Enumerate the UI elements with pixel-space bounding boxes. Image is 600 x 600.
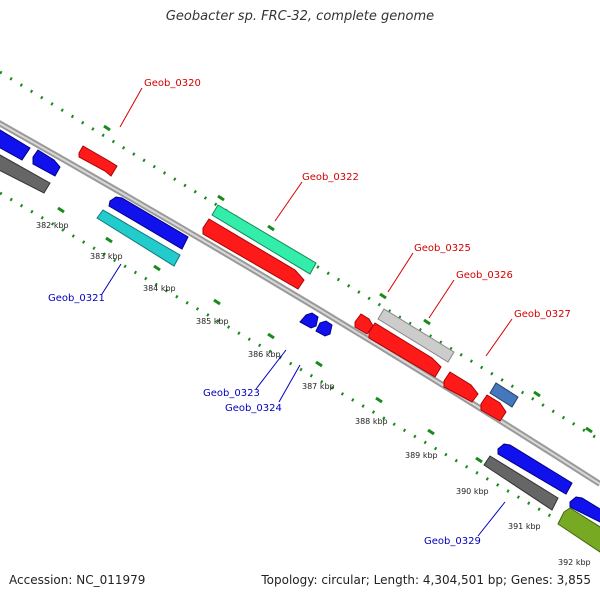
gene-geob-0321-blue[interactable] bbox=[108, 196, 189, 250]
gene-geob-0325[interactable] bbox=[377, 308, 455, 363]
inner-tick-ring bbox=[0, 191, 600, 547]
outer-tick-ring bbox=[0, 70, 600, 442]
gene-geob-0320[interactable] bbox=[78, 145, 118, 177]
kbp-387: 387 kbp bbox=[302, 382, 335, 391]
kbp-390: 390 kbp bbox=[456, 487, 489, 496]
gene-geob-0325b[interactable] bbox=[368, 322, 442, 378]
kbp-392: 392 kbp bbox=[558, 558, 591, 567]
kbp-386: 386 kbp bbox=[248, 350, 281, 359]
reverse-labels: Geob_0321 Geob_0323 Geob_0324 Geob_0329 bbox=[48, 263, 506, 547]
kbp-388: 388 kbp bbox=[355, 417, 388, 426]
kbp-385: 385 kbp bbox=[196, 317, 229, 326]
gene-geob-0327[interactable] bbox=[480, 394, 507, 422]
label-geob-0322: Geob_0322 bbox=[302, 172, 359, 183]
gene-geob-0321[interactable] bbox=[96, 209, 181, 267]
label-geob-0325: Geob_0325 bbox=[414, 243, 471, 254]
label-geob-0320: Geob_0320 bbox=[144, 78, 201, 89]
label-geob-0323: Geob_0323 bbox=[203, 388, 260, 399]
forward-labels: Geob_0320 Geob_0322 Geob_0325 Geob_0326 … bbox=[119, 78, 571, 357]
gene-steelblue[interactable] bbox=[489, 382, 519, 408]
kbp-384: 384 kbp bbox=[143, 284, 176, 293]
kbp-391: 391 kbp bbox=[508, 522, 541, 531]
reverse-genes bbox=[0, 154, 600, 553]
gene-blue-left-1[interactable] bbox=[0, 129, 31, 161]
gene-geob-0326[interactable] bbox=[443, 371, 479, 403]
map-title: Geobacter sp. FRC-32, complete genome bbox=[165, 9, 435, 24]
gene-geob-0322b[interactable] bbox=[202, 218, 305, 290]
label-geob-0326: Geob_0326 bbox=[456, 270, 513, 281]
gene-blue-left-2[interactable] bbox=[32, 149, 61, 177]
kbp-389: 389 kbp bbox=[405, 451, 438, 460]
label-geob-0327: Geob_0327 bbox=[514, 309, 571, 320]
label-geob-0329: Geob_0329 bbox=[424, 536, 481, 547]
label-geob-0321: Geob_0321 bbox=[48, 293, 105, 304]
gene-geob-0322[interactable] bbox=[211, 204, 317, 275]
gene-grey-left[interactable] bbox=[0, 154, 51, 194]
gene-blue-right[interactable] bbox=[497, 443, 573, 495]
kbp-labels: 382 kbp 383 kbp 384 kbp 385 kbp 386 kbp … bbox=[36, 221, 591, 567]
genome-stats-text: Topology: circular; Length: 4,304,501 bp… bbox=[261, 573, 591, 587]
gene-geob-0324[interactable] bbox=[315, 320, 333, 337]
kbp-383: 383 kbp bbox=[90, 252, 123, 261]
gene-geob-0323[interactable] bbox=[299, 312, 319, 329]
gene-blue-far-right[interactable] bbox=[569, 496, 600, 523]
kbp-382: 382 kbp bbox=[36, 221, 69, 230]
gene-geob-0329[interactable] bbox=[483, 455, 559, 511]
forward-genes bbox=[0, 129, 519, 422]
label-geob-0324: Geob_0324 bbox=[225, 403, 282, 414]
gene-olive[interactable] bbox=[557, 507, 600, 553]
accession-text: Accession: NC_011979 bbox=[9, 573, 146, 587]
